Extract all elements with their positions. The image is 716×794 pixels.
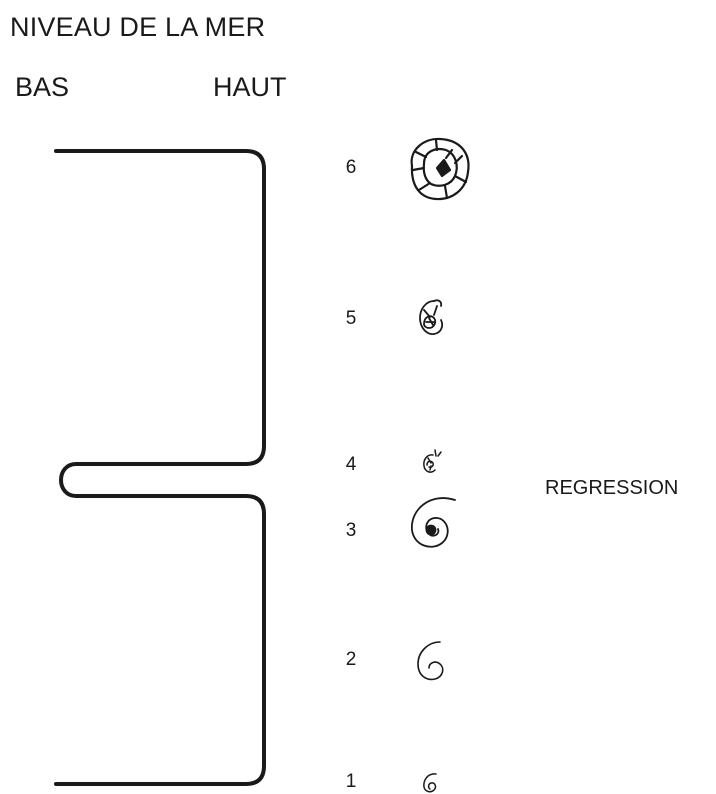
- fossil-icon-6: [410, 137, 470, 201]
- stage-number-3: 3: [345, 520, 357, 541]
- stage-number-1: 1: [345, 771, 357, 792]
- stage-number-4: 4: [345, 454, 357, 475]
- sea-level-curve: [54, 149, 266, 786]
- fossil-icon-2: [417, 641, 444, 681]
- fossil-icon-1: [423, 773, 437, 793]
- diagram-title: NIVEAU DE LA MER: [10, 12, 266, 42]
- stage-number-5: 5: [345, 308, 357, 329]
- fossil-icon-5: [419, 299, 444, 335]
- fossil-icon-3: [411, 497, 456, 548]
- fossil-icon-4: [423, 449, 442, 473]
- regression-label: REGRESSION: [545, 477, 679, 499]
- stage-number-2: 2: [345, 649, 357, 670]
- axis-label-low: BAS: [15, 72, 70, 102]
- stage-number-6: 6: [345, 157, 357, 178]
- axis-label-high: HAUT: [213, 72, 287, 102]
